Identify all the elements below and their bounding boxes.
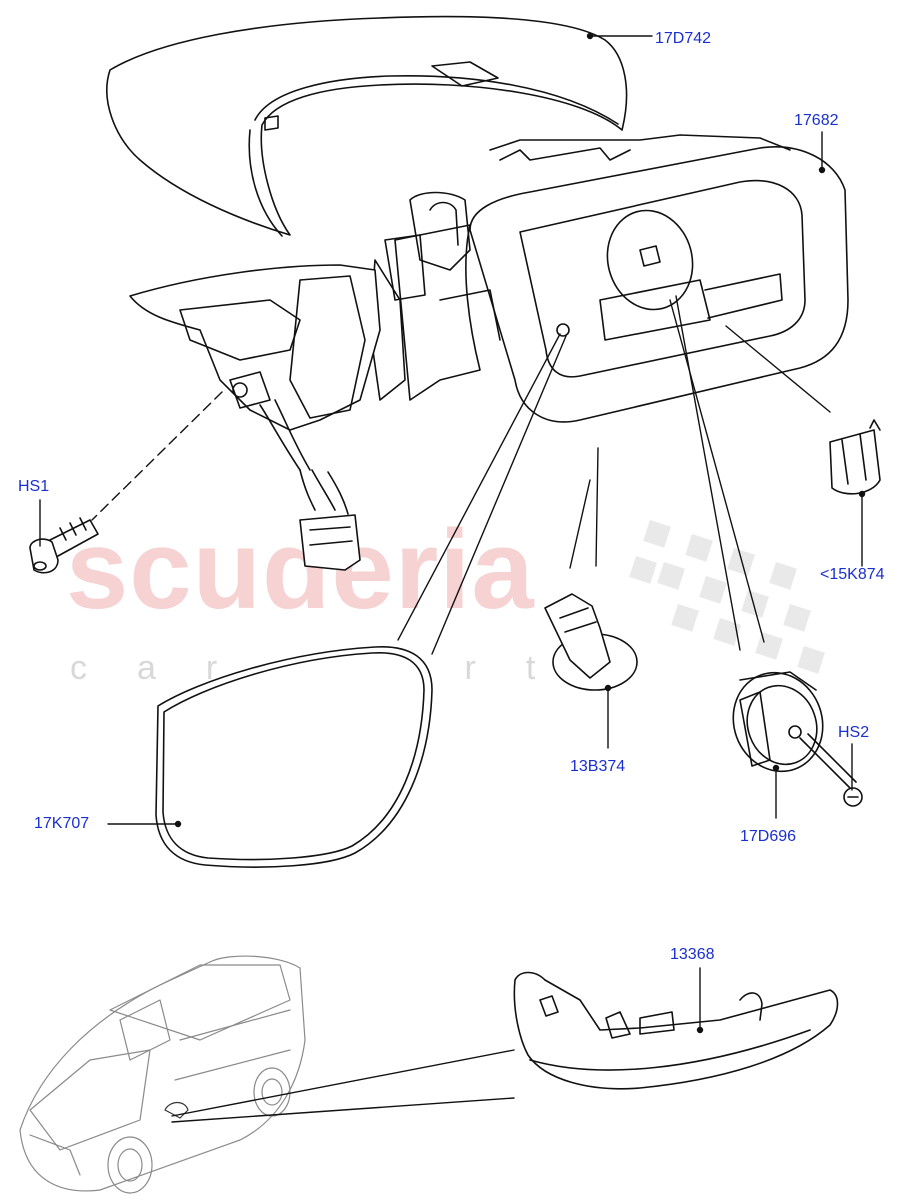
wiring-connector-part[interactable] [299,469,361,571]
mirror-housing-part[interactable] [129,134,849,471]
callout-17d742[interactable]: 17D742 [655,30,712,47]
leader-lines [39,32,866,1123]
vehicle-thumbnail [19,955,306,1194]
mirror-cap-part[interactable] [106,15,628,237]
callout-17k707[interactable]: 17K707 [34,815,90,832]
callout-13368[interactable]: 13368 [670,946,715,963]
screw-hs2-part[interactable] [799,733,863,807]
callout-17d696[interactable]: 17D696 [740,828,797,845]
checkered-flag-watermark [629,519,825,674]
callout-17682[interactable]: 17682 [794,112,839,129]
indicator-lamp-13368-part[interactable] [513,971,839,1090]
mirror-glass-17k707-part[interactable] [155,646,433,868]
clip-15k874-part[interactable] [829,419,881,495]
cover-13b374-part[interactable] [544,593,638,691]
screw-hs1-part[interactable] [29,517,99,574]
callout-hs1[interactable]: HS1 [18,478,50,495]
callout-13b374[interactable]: 13B374 [570,758,626,775]
mirror-motor-17d696-part[interactable] [720,660,837,784]
callout-hs2[interactable]: HS2 [838,724,870,741]
callout-15k874[interactable]: <15K874 [820,566,885,583]
